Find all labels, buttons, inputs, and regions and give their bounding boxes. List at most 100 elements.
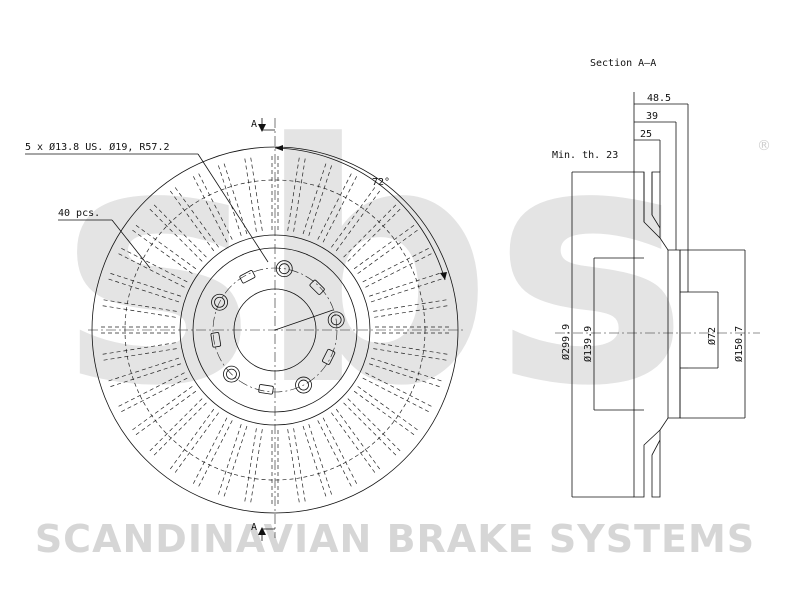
vane-line	[353, 223, 416, 270]
hub-slot	[309, 279, 325, 295]
vane-line	[373, 348, 449, 361]
vane-line	[347, 398, 402, 453]
vane-line	[130, 386, 193, 432]
vane-line	[173, 185, 219, 248]
vane-line	[347, 207, 402, 262]
vane-line	[152, 402, 207, 457]
bolt-hole-inner	[226, 368, 237, 380]
vane-line	[365, 252, 434, 288]
vane-line	[331, 412, 377, 475]
vane-line	[374, 342, 450, 355]
vane-line	[362, 377, 431, 413]
registered-mark: ®	[757, 138, 771, 154]
vane-line	[308, 163, 333, 236]
dim-disc-thickness: 25	[640, 129, 652, 140]
vane-line	[302, 425, 327, 499]
angle-arrow-end	[440, 272, 447, 280]
vane-line	[223, 425, 248, 499]
cooling-vanes	[99, 154, 451, 506]
vane-line	[100, 342, 176, 355]
bolt-hole-inner	[330, 314, 342, 326]
bolt-holes	[211, 260, 345, 394]
vane-line	[106, 357, 180, 382]
vane-line	[373, 299, 449, 312]
vane-line	[223, 161, 248, 235]
section-mark-bottom: A	[251, 522, 257, 533]
hub-slot	[239, 270, 256, 284]
bolt-hole-inner	[214, 296, 225, 308]
dia-hat: Ø139.9	[582, 326, 594, 362]
vane-line	[369, 363, 442, 388]
hub-slot	[322, 348, 336, 365]
vane-line	[322, 174, 358, 243]
vane-line	[353, 390, 416, 437]
vane-line	[322, 417, 358, 486]
vane-line	[357, 228, 420, 274]
vane-line	[148, 207, 203, 262]
bolt-hole-inner	[278, 263, 290, 275]
vane-line	[365, 372, 434, 408]
vane-line	[308, 424, 333, 497]
vane-line	[244, 156, 257, 232]
vane-line	[343, 203, 398, 258]
vane-line	[101, 299, 177, 312]
min-thickness-label: Min. th. 23	[552, 150, 618, 161]
vane-line	[335, 408, 382, 471]
vane-line	[168, 189, 215, 252]
dia-centre-bore: Ø72	[706, 327, 718, 345]
vanes-callout-leader	[111, 219, 151, 269]
section-arrowhead-bottom	[258, 527, 266, 535]
vane-line	[106, 278, 180, 303]
vane-line	[317, 171, 353, 240]
vane-line	[357, 386, 420, 432]
bolt-callout-leader	[197, 153, 269, 263]
vane-line	[192, 417, 228, 486]
vane-line	[119, 377, 188, 413]
section-arrowhead-top	[258, 124, 266, 132]
vane-line	[250, 155, 263, 231]
vane-line	[148, 398, 203, 453]
vane-line	[293, 156, 306, 232]
front-view: A A 72° 5 x Ø13.8 US. Ø19, R57.2 40 pcs.	[25, 118, 465, 541]
vane-line	[130, 228, 193, 274]
vane-line	[362, 247, 431, 283]
watermark: sbs ® SCANDINAVIAN BRAKE SYSTEMS	[35, 74, 771, 561]
angle-label: 72°	[372, 177, 390, 188]
bolt-hole	[211, 293, 228, 311]
bolt-hole	[295, 376, 312, 394]
vanes-callout: 40 pcs.	[58, 208, 100, 219]
vane-line	[317, 420, 353, 489]
vane-line	[168, 408, 215, 471]
bolt-callout: 5 x Ø13.8 US. Ø19, R57.2	[25, 141, 170, 153]
vane-line	[119, 247, 188, 283]
vane-line	[152, 203, 207, 258]
vane-line	[293, 428, 306, 504]
vane-line	[116, 252, 185, 288]
section-mark-top: A	[251, 119, 257, 130]
vane-line	[331, 185, 377, 248]
vane-line	[192, 174, 228, 243]
dim-overall-height: 48.5	[647, 93, 671, 104]
vane-line	[302, 161, 327, 235]
section-title: Section A–A	[590, 58, 656, 69]
vane-line	[374, 305, 450, 318]
vane-line	[101, 348, 177, 361]
vane-line	[197, 171, 233, 240]
vane-line	[173, 412, 219, 475]
section-view: Section A–A 48.5 39 25 Min. th. 23 Ø299.…	[552, 58, 760, 498]
vane-line	[369, 272, 442, 297]
vane-line	[250, 429, 263, 505]
dia-hub-face: Ø150.7	[733, 326, 745, 362]
bolt-hole	[223, 365, 240, 383]
vane-line	[134, 390, 197, 437]
vane-line	[287, 155, 300, 231]
bolt-hole-inner	[298, 379, 309, 391]
bolt-hole	[327, 311, 345, 329]
vane-line	[134, 223, 197, 270]
vane-line	[244, 428, 257, 504]
vane-line	[370, 278, 444, 303]
vane-line	[108, 363, 181, 388]
vane-line	[100, 305, 176, 318]
vane-line	[335, 189, 382, 252]
